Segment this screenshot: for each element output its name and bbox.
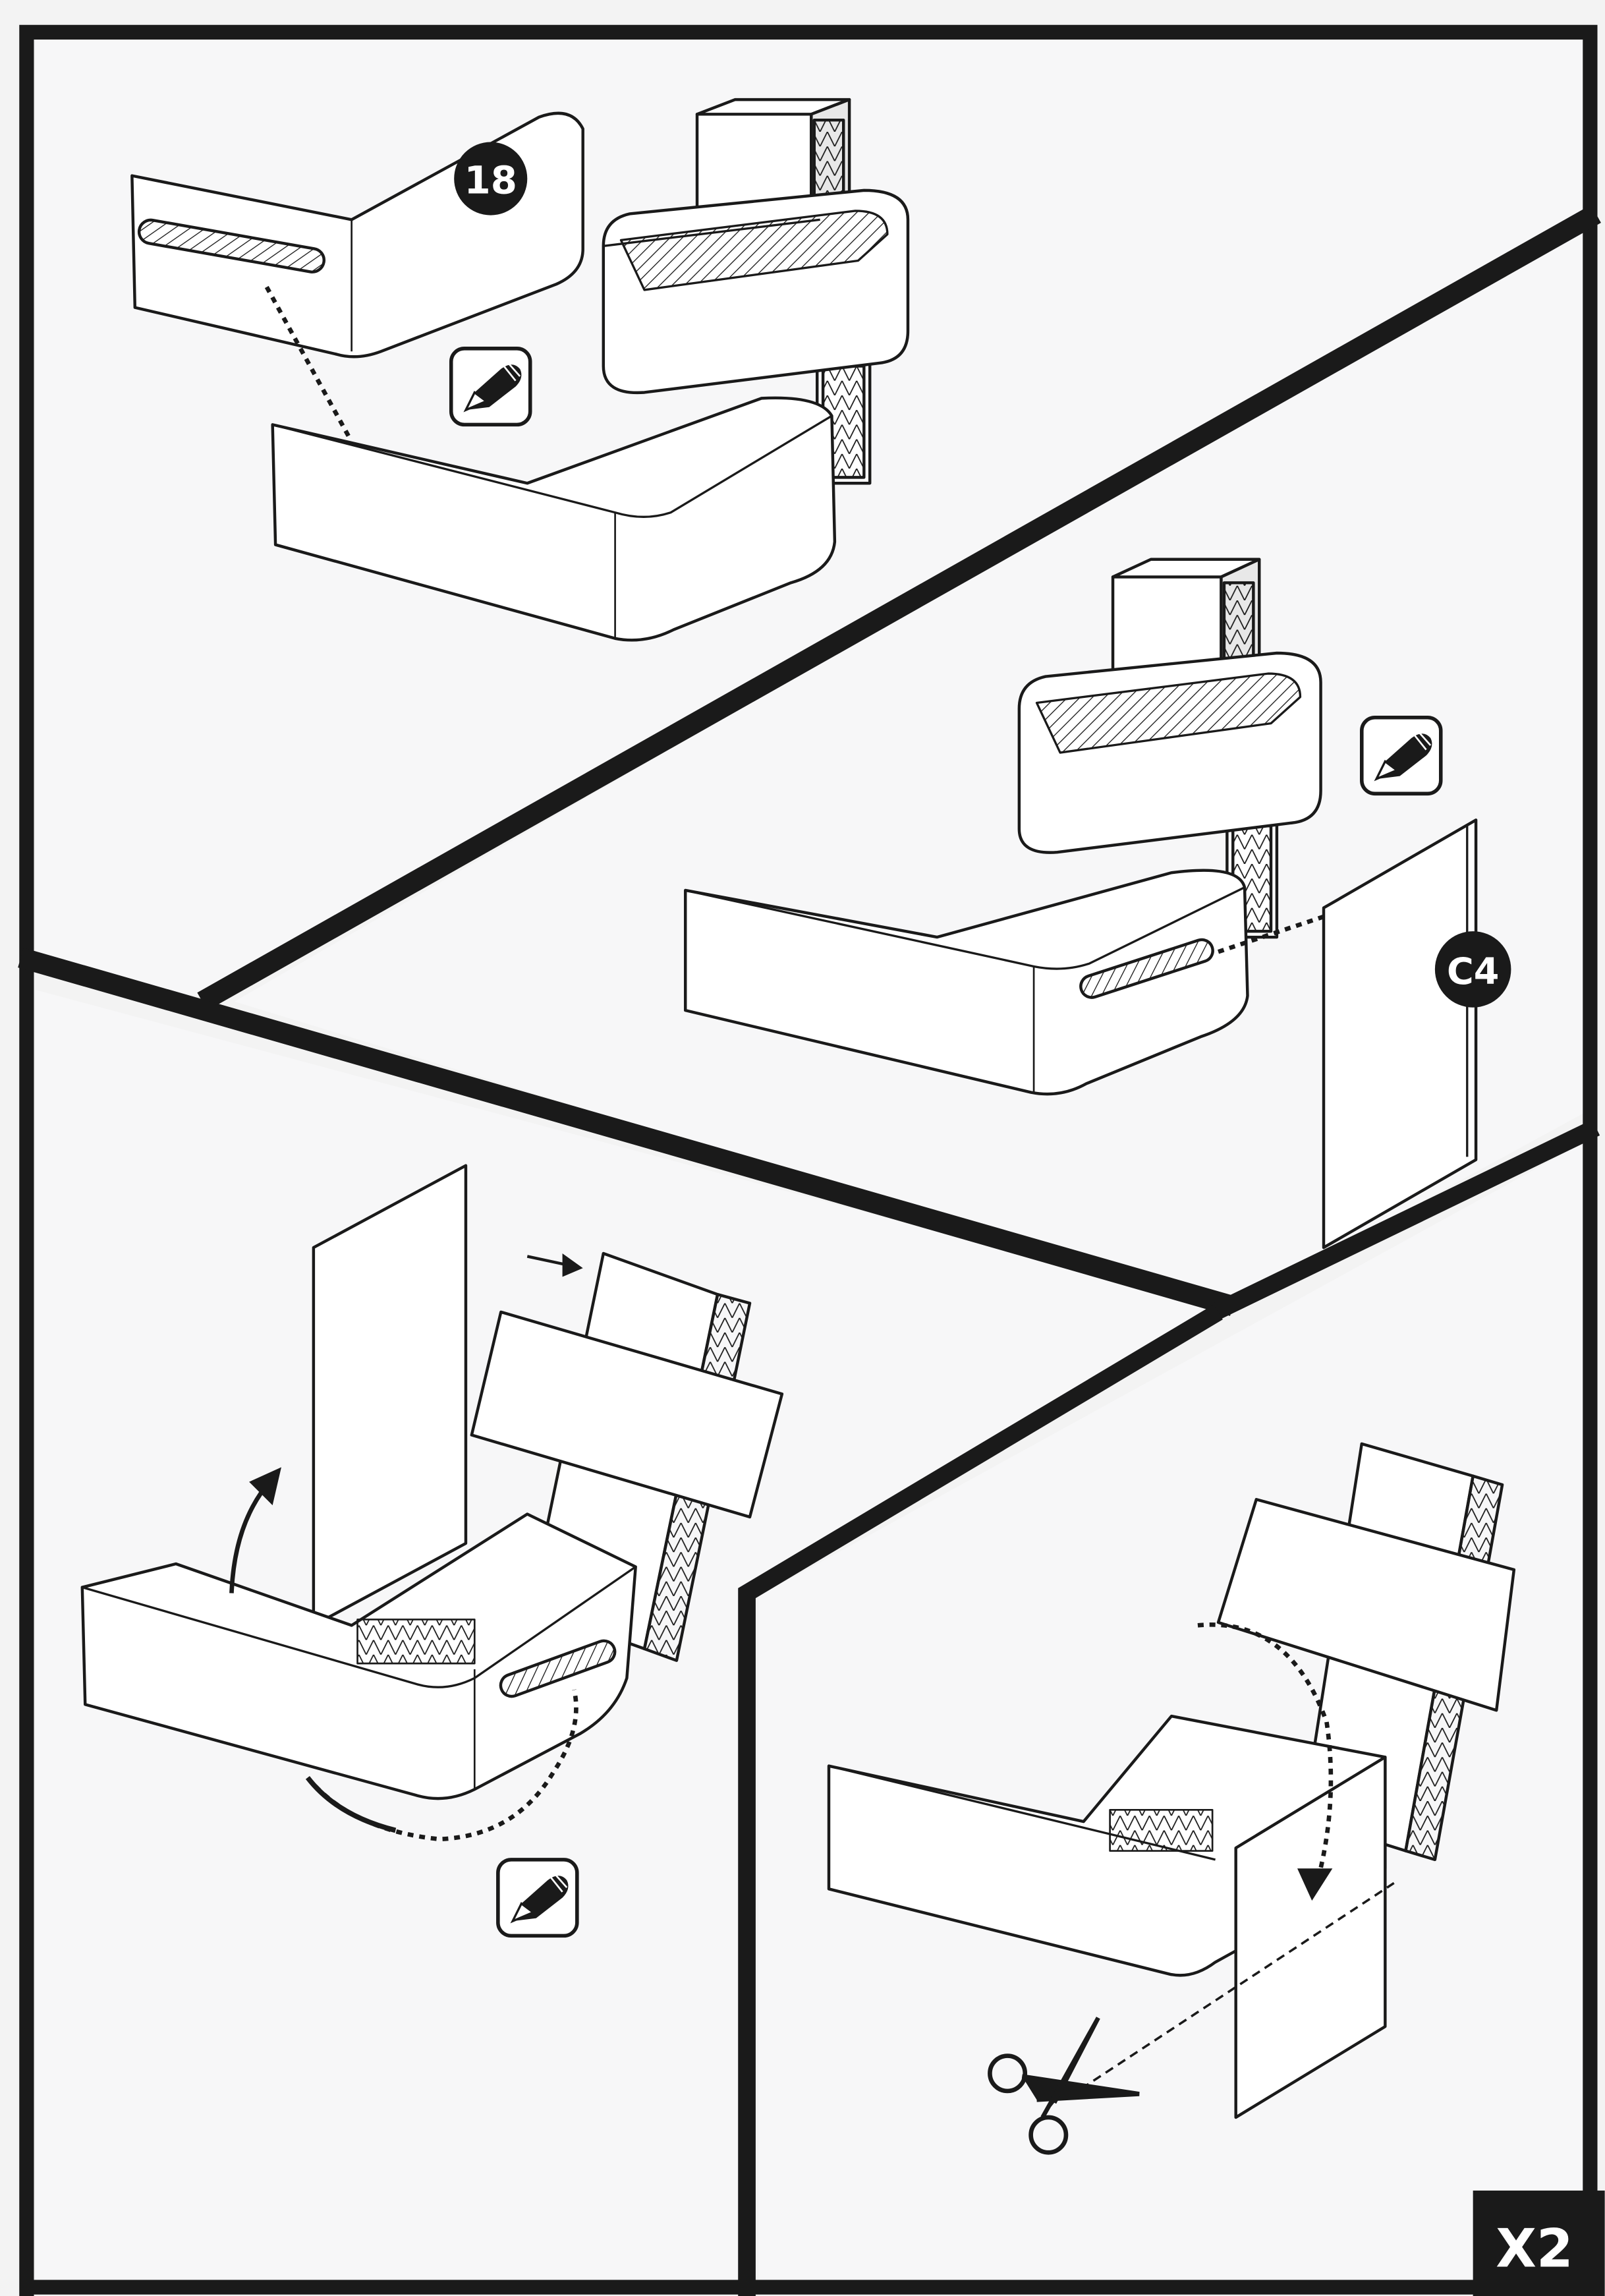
fold-and-cut-guides bbox=[1068, 1622, 1395, 2098]
glue-guide-1 bbox=[264, 285, 351, 438]
panel-frame bbox=[18, 24, 1601, 2296]
scissors-icon bbox=[988, 2017, 1140, 2155]
step-3-illustration bbox=[80, 1164, 784, 1800]
glue-pen-icon bbox=[1362, 718, 1441, 794]
glue-pen-icon bbox=[451, 349, 530, 425]
glue-pen-icon bbox=[498, 1860, 577, 1936]
step-1-illustration bbox=[130, 98, 910, 642]
step-4-illustration bbox=[827, 1442, 1516, 2119]
part-18-label: 18 bbox=[465, 158, 517, 202]
step-2-illustration bbox=[684, 558, 1478, 1249]
multiplier-label: X2 bbox=[1496, 2218, 1573, 2280]
part-18-badge: 18 bbox=[454, 142, 528, 215]
part-c4-label: C4 bbox=[1447, 950, 1499, 993]
multiplier-tab bbox=[1473, 2191, 1605, 2296]
part-c4-badge: C4 bbox=[1434, 931, 1511, 1008]
fold-arrows bbox=[229, 1253, 583, 1842]
